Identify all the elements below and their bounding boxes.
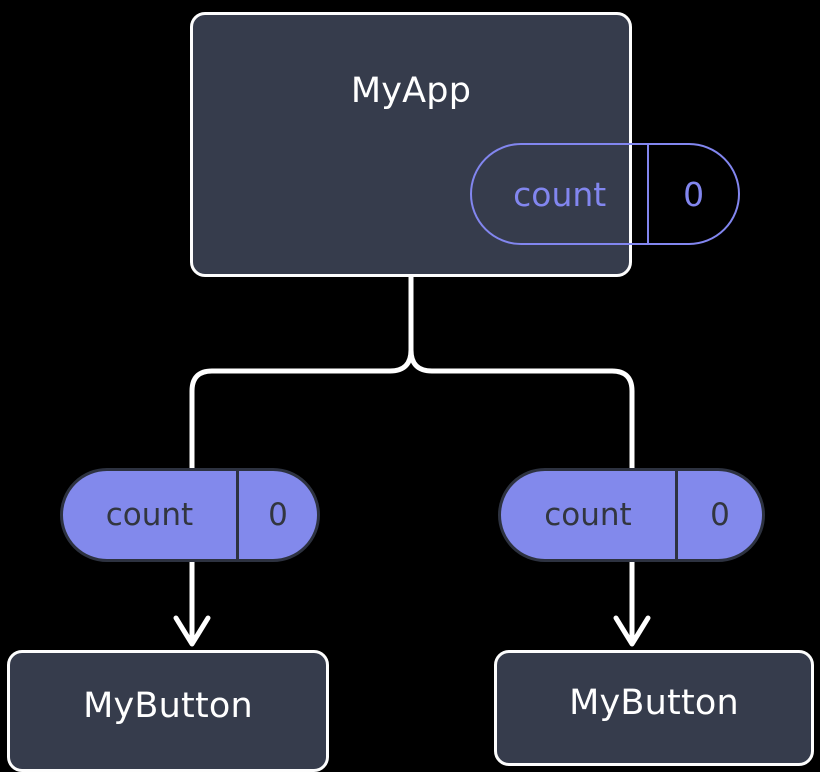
child-component-box-left[interactable]: MyButton [7,650,329,772]
props-left-value: 0 [268,497,288,533]
root-component-label: MyApp [350,71,472,111]
props-pill-left[interactable]: count 0 [60,468,320,562]
child-component-label-right: MyButton [569,683,739,723]
props-pill-right[interactable]: count 0 [498,468,765,562]
root-state-pill[interactable]: count 0 [470,143,740,245]
arrowhead-left [173,615,211,647]
props-right-key: count [501,471,678,559]
edge-trunk [189,274,414,473]
child-component-box-right[interactable]: MyButton [494,650,814,766]
props-left-key: count [63,471,239,559]
arrowhead-right [613,615,651,647]
props-right-value: 0 [710,497,730,533]
root-state-value: 0 [683,174,705,214]
root-component-box[interactable]: MyApp count 0 [190,12,740,277]
edge-trunk-right [408,347,635,473]
child-component-label-left: MyButton [83,686,253,726]
root-state-key: count [472,145,650,243]
